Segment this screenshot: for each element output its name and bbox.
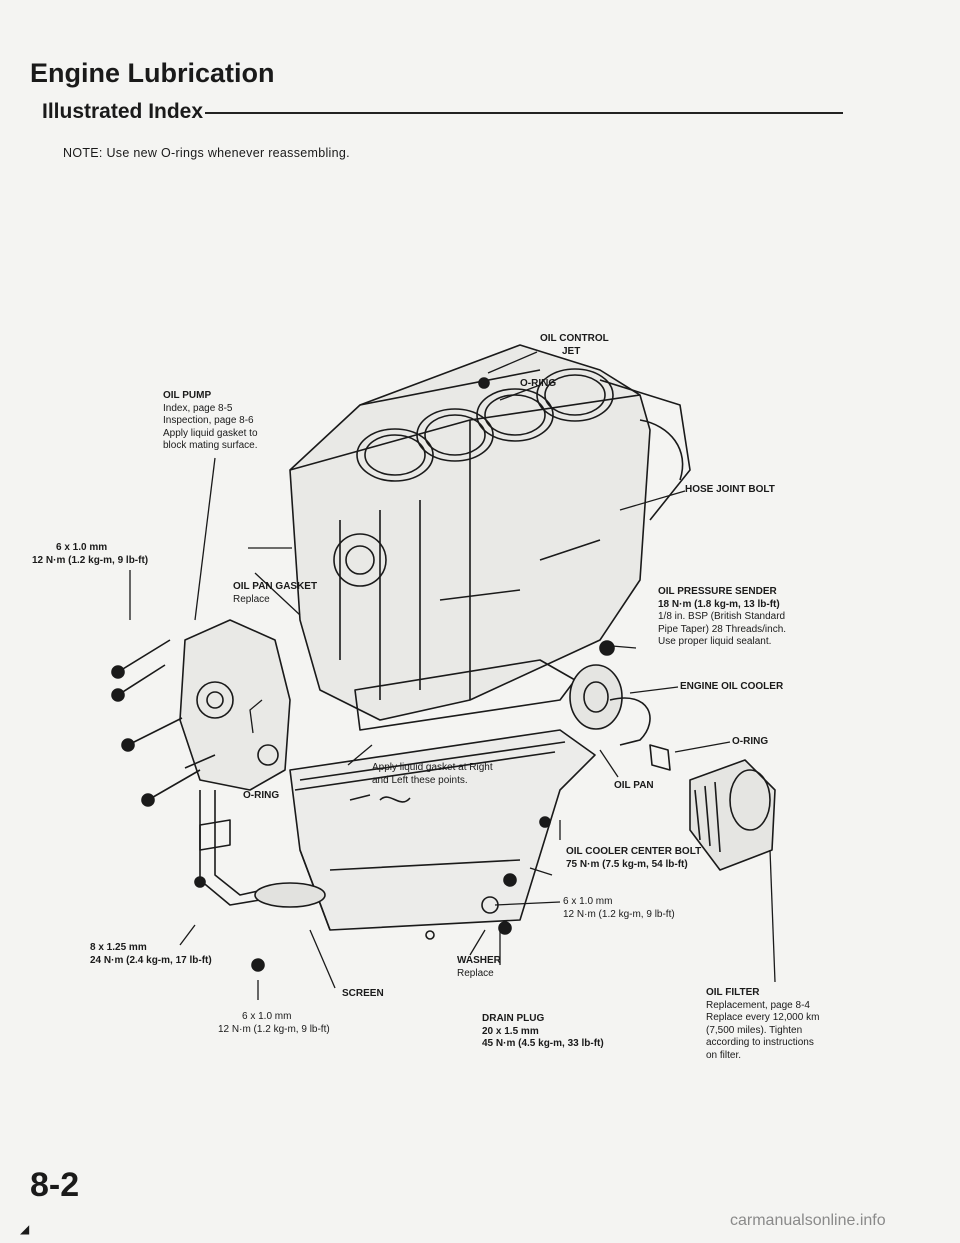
- header-rule: [205, 112, 843, 114]
- hose-joint-bolt-label: HOSE JOINT BOLT: [685, 484, 775, 495]
- liquid-gasket-note: Apply liquid gasket at Right and Left th…: [372, 762, 493, 786]
- oil-control-jet-label: OIL CONTROL JET: [540, 333, 609, 357]
- oil-filter-label: OIL FILTER Replacement, page 8-4 Replace…: [706, 987, 820, 1061]
- watermark: carmanualsonline.info: [730, 1212, 886, 1229]
- page-corner-arrow-icon: ◢: [20, 1222, 30, 1236]
- oil-pressure-sender-label: OIL PRESSURE SENDER 18 N·m (1.8 kg-m, 13…: [658, 586, 787, 647]
- screen-label: SCREEN: [342, 988, 384, 999]
- leader-lines: [129, 351, 776, 1000]
- pump-bolt-spec-label: 6 x 1.0 mm 12 N·m (1.2 kg-m, 9 lb-ft): [32, 542, 149, 566]
- oil-strainer: [199, 790, 326, 908]
- page-number: 8-2: [30, 1166, 80, 1204]
- o-ring-top-label: O-RING: [520, 378, 557, 389]
- reassembly-note: NOTE: Use new O-rings whenever reassembl…: [63, 146, 350, 160]
- oil-pan-gasket-label: OIL PAN GASKET Replace: [233, 581, 318, 605]
- pan-bolt-spec-label: 6 x 1.0 mm 12 N·m (1.2 kg-m, 9 lb-ft): [563, 896, 675, 920]
- page-title: Engine Lubrication: [30, 58, 275, 88]
- oil-pan-label: OIL PAN: [614, 780, 654, 791]
- o-ring-right-label: O-RING: [732, 736, 769, 747]
- section-subtitle: Illustrated Index: [42, 100, 204, 123]
- oil-pan: [289, 659, 596, 931]
- oil-cooler-center-bolt-label: OIL COOLER CENTER BOLT 75 N·m (7.5 kg-m,…: [566, 846, 702, 870]
- oil-cooler-and-filter: [569, 664, 776, 871]
- o-ring-left-label: O-RING: [243, 790, 280, 801]
- engine-oil-cooler-label: ENGINE OIL COOLER: [680, 681, 784, 692]
- oil-pump: [179, 619, 291, 791]
- pickup-bolt-spec-label: 8 x 1.25 mm 24 N·m (2.4 kg-m, 17 lb-ft): [90, 942, 212, 966]
- pump-bolts: [111, 639, 216, 807]
- drain-plug-label: DRAIN PLUG 20 x 1.5 mm 45 N·m (4.5 kg-m,…: [482, 1013, 604, 1049]
- screen-bolt-spec-label: 6 x 1.0 mm 12 N·m (1.2 kg-m, 9 lb-ft): [218, 1011, 330, 1035]
- engine-block: [289, 344, 691, 721]
- washer-label: WASHER Replace: [457, 955, 501, 979]
- oil-pump-label: OIL PUMP Index, page 8-5 Inspection, pag…: [163, 390, 258, 451]
